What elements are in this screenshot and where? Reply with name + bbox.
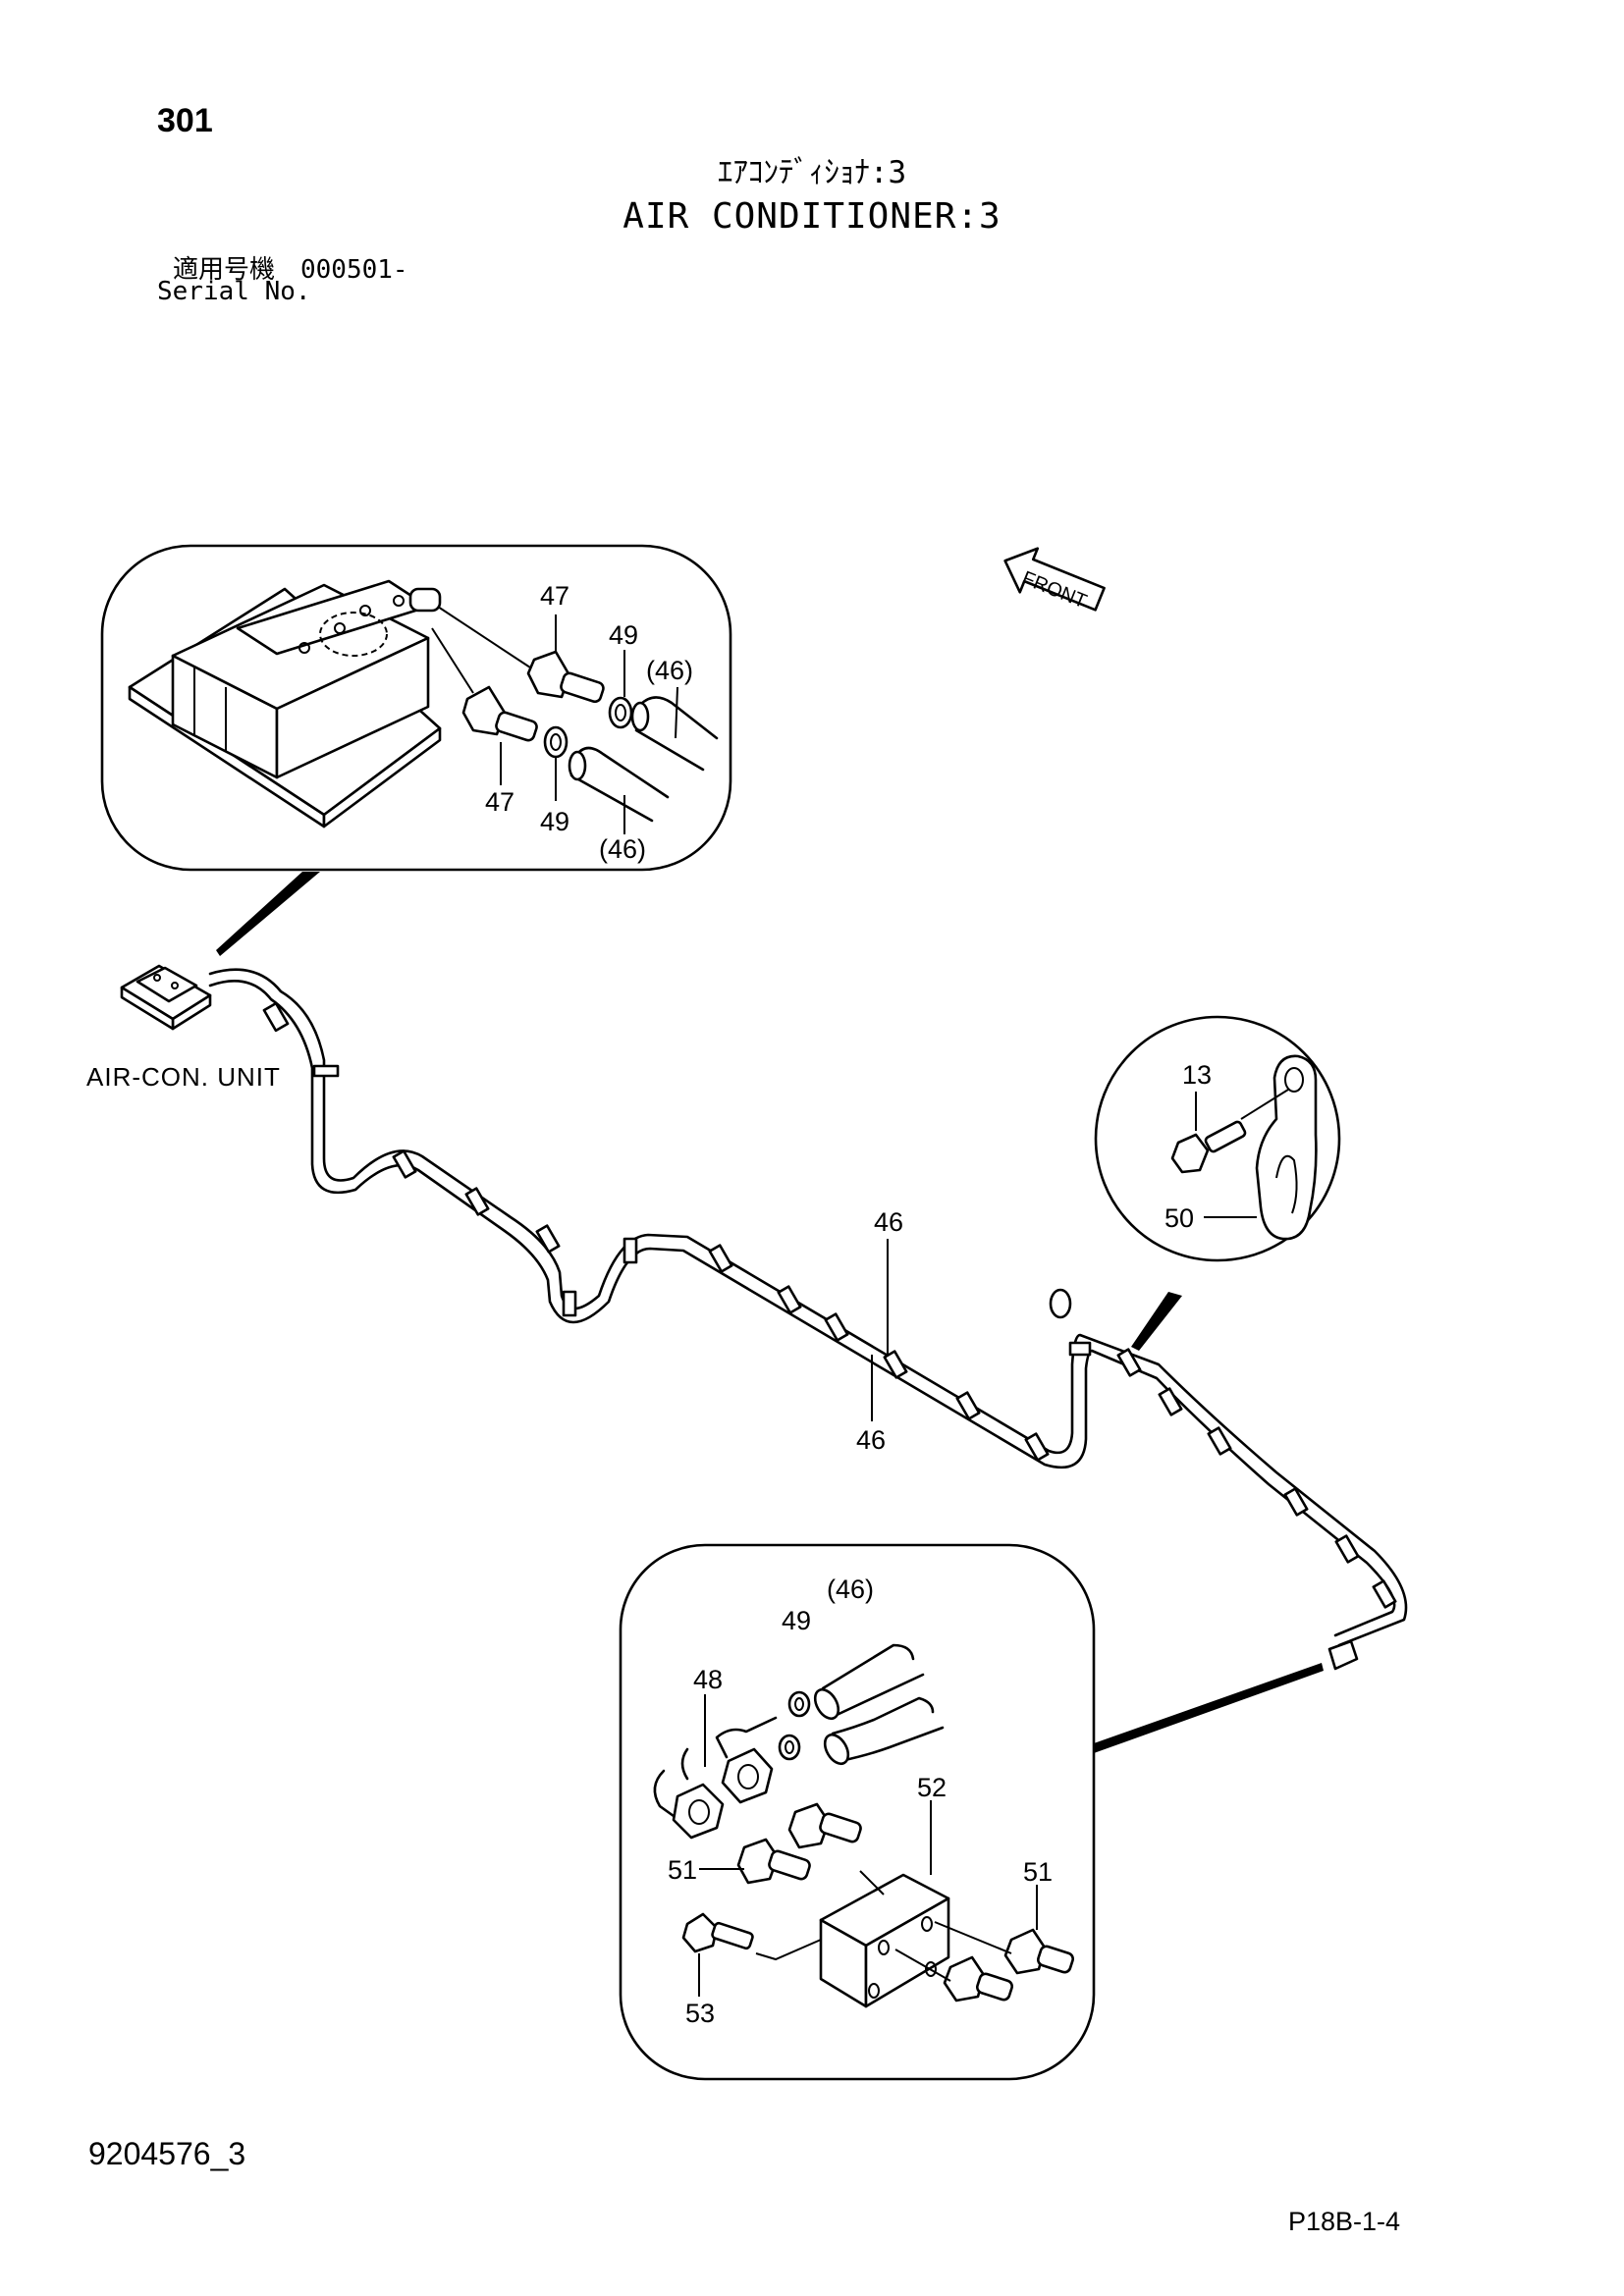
callout-49-upper: 49 [609,620,639,650]
title-japanese: ｴｱｺﾝﾃﾞｨｼｮﾅ:3 [717,155,907,190]
serial-label-japanese: 適用号機 000501- [173,255,408,285]
callout-46-hose-lower: 46 [856,1425,887,1455]
callout-46-bottom: (46) [827,1575,875,1604]
callout-52: 52 [917,1773,947,1802]
hose-route [208,968,1408,1671]
detail-view-bracket [1094,1015,1341,1262]
detail-view-unit-fittings [100,544,732,872]
document-id: 9204576_3 [88,2136,246,2171]
page-title: AIR CONDITIONER:3 [623,196,1001,237]
air-con-unit [120,964,212,1031]
callout-46-hose-upper: 46 [874,1207,904,1237]
callout-53: 53 [685,1999,716,2028]
callout-51-right: 51 [1023,1857,1054,1887]
detail-view-manifold [619,1543,1096,2081]
page-reference: P18B-1-4 [1288,2207,1401,2236]
page-number: 301 [157,102,213,139]
callout-50: 50 [1164,1203,1195,1233]
callout-49-lower: 49 [540,807,570,836]
serial-label: Serial No. [157,277,311,306]
callout-46-upper: (46) [646,656,694,685]
callout-49-bottom: 49 [782,1606,812,1635]
callout-48: 48 [693,1665,724,1694]
front-arrow-icon [1003,547,1106,612]
callout-13: 13 [1182,1060,1213,1090]
air-con-unit-label: AIR-CON. UNIT [86,1062,281,1092]
callout-51-left: 51 [668,1855,698,1885]
callout-46-lower: (46) [599,834,647,864]
callout-47-lower: 47 [485,787,515,817]
callout-47-upper: 47 [540,581,570,611]
